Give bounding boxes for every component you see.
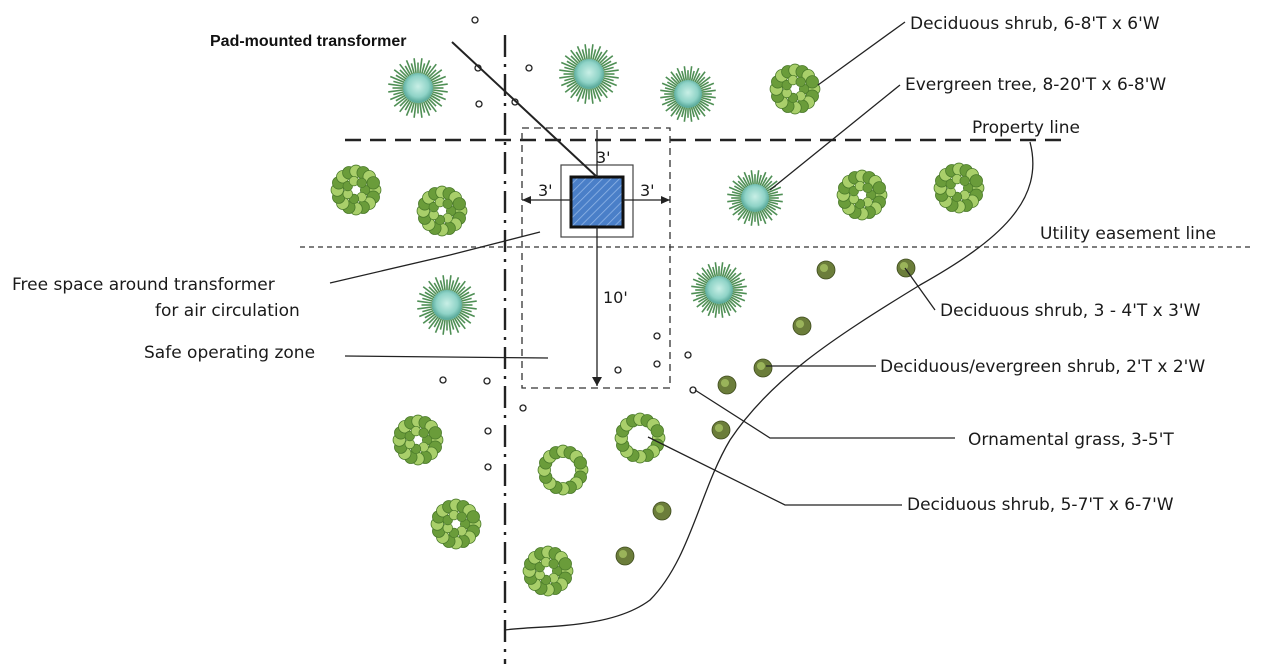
evergreen-tree-symbol	[559, 44, 619, 104]
leader-evergreen-tree	[769, 84, 901, 191]
small-shrub-symbol	[792, 316, 812, 336]
ornamental-grass-symbol	[653, 360, 661, 368]
label-decid-shrub-6-8: Deciduous shrub, 6-8'T x 6'W	[910, 14, 1160, 34]
deciduous-shrub-symbol	[769, 63, 821, 115]
small-shrub-symbol	[717, 375, 737, 395]
deciduous-shrub-symbol	[537, 444, 589, 496]
deciduous-shrub-symbol	[330, 164, 382, 216]
label-decid-shrub-3-4: Deciduous shrub, 3 - 4'T x 3'W	[940, 301, 1201, 321]
small-shrub-symbol	[711, 420, 731, 440]
dim-left-label: 3'	[538, 181, 553, 200]
dim-front-label: 10'	[603, 288, 628, 307]
ornamental-grass-symbol	[519, 404, 527, 412]
evergreen-trees	[388, 44, 783, 335]
deciduous-shrub-symbol	[392, 414, 444, 466]
deciduous-shrub-symbol	[430, 498, 482, 550]
deciduous-shrub-symbol	[836, 169, 888, 221]
ornamental-grass-symbol	[484, 427, 492, 435]
pad-mounted-transformer	[569, 175, 625, 229]
ornamental-grass-symbol	[653, 332, 661, 340]
label-ornamental-grass: Ornamental grass, 3-5'T	[968, 430, 1174, 450]
leader-transformer	[451, 41, 598, 178]
label-evergreen-tree: Evergreen tree, 8-20'T x 6-8'W	[905, 75, 1166, 95]
ornamental-grass-symbol	[475, 100, 483, 108]
dim-top-label: 3'	[596, 148, 611, 167]
small-shrubs	[615, 258, 916, 566]
ornamental-grass-symbol	[483, 377, 491, 385]
leader-ornamental-grass	[694, 389, 955, 439]
leader-decid-shrub-3-4	[904, 267, 936, 311]
evergreen-tree-symbol	[727, 170, 783, 226]
leader-decid-shrub-6-8	[817, 21, 906, 86]
planting-bed-edge	[504, 141, 1034, 631]
ornamental-grass-symbol	[484, 463, 492, 471]
label-decid-ever-shrub: Deciduous/evergreen shrub, 2'T x 2'W	[880, 357, 1205, 377]
dim-right-label: 3'	[640, 181, 655, 200]
ornamental-grass-symbol	[471, 16, 479, 24]
evergreen-tree-symbol	[660, 66, 716, 122]
label-free-space-2: for air circulation	[155, 301, 300, 321]
ornamental-grass-symbol	[439, 376, 447, 384]
evergreen-tree-symbol	[417, 275, 477, 335]
small-shrub-symbol	[615, 546, 635, 566]
deciduous-shrub-symbol	[614, 412, 666, 464]
label-safe-zone: Safe operating zone	[144, 343, 315, 363]
label-decid-shrub-5-7: Deciduous shrub, 5-7'T x 6-7'W	[907, 495, 1174, 515]
small-shrub-symbol	[652, 501, 672, 521]
deciduous-shrub-symbol	[933, 162, 985, 214]
small-shrub-symbol	[816, 260, 836, 280]
small-shrub-symbol	[896, 258, 916, 278]
label-free-space-1: Free space around transformer	[12, 275, 275, 295]
deciduous-shrubs	[330, 63, 985, 597]
dim-arrow-left	[522, 196, 531, 204]
dim-arrow-front	[592, 377, 602, 386]
ornamental-grass-symbol	[614, 366, 622, 374]
leader-decid-shrub-5-7	[647, 436, 902, 506]
leader-free-space	[329, 231, 541, 284]
deciduous-shrub-symbol	[522, 545, 574, 597]
evergreen-tree-symbol	[388, 58, 448, 118]
ornamental-grasses	[439, 16, 697, 471]
ornamental-grass-symbol	[525, 64, 533, 72]
evergreen-tree-symbol	[691, 262, 747, 318]
label-property-line: Property line	[972, 118, 1080, 138]
leader-safe-zone	[344, 355, 549, 359]
small-shrub-symbol	[753, 358, 773, 378]
label-utility-easement: Utility easement line	[1040, 224, 1216, 244]
deciduous-shrub-symbol	[416, 185, 468, 237]
safe-operating-zone	[521, 127, 671, 389]
ornamental-grass-symbol	[684, 351, 692, 359]
label-transformer: Pad-mounted transformer	[210, 33, 406, 50]
dim-arrow-right	[661, 196, 670, 204]
